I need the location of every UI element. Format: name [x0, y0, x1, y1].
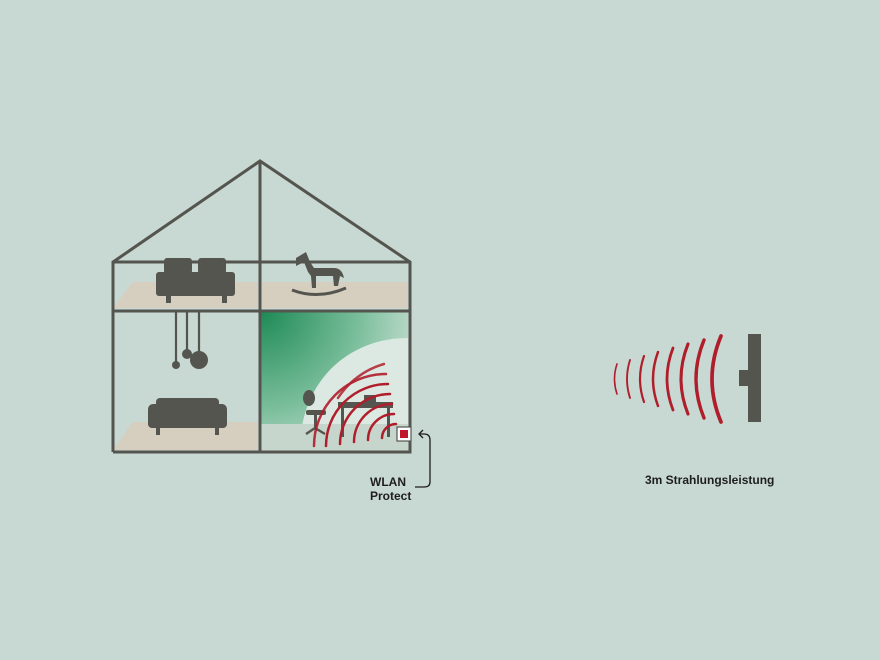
device-label: WLAN Protect [370, 475, 411, 503]
range-label: 3m Strahlungsleistung [645, 473, 775, 487]
wlan-protect-device-icon [396, 426, 412, 442]
device-label-line2: Protect [370, 489, 412, 503]
device-label-line1: WLAN [370, 475, 406, 489]
device-radiation-waves [312, 362, 398, 448]
router-radiation-waves [613, 334, 723, 424]
pendant-lamp-icon [172, 311, 208, 369]
house-outline [111, 159, 412, 454]
sofa-icon [148, 398, 227, 435]
wall-router-icon [739, 334, 761, 422]
bed-icon [156, 258, 235, 303]
chair-icon [303, 390, 326, 436]
rocking-horse-icon [291, 252, 347, 296]
label-connector [415, 429, 431, 488]
